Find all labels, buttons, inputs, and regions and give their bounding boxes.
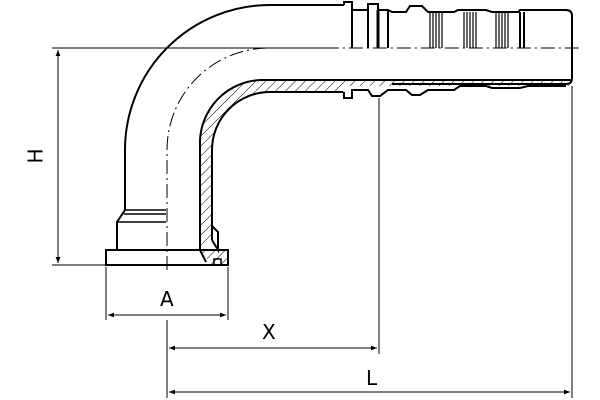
hatched-wall	[199, 80, 344, 248]
elbow-inner-wall-inner	[211, 91, 343, 240]
dimension-label-a: A	[160, 287, 174, 311]
serration-bands	[429, 12, 509, 48]
elbow-outer-contour	[124, 4, 344, 208]
centerlines	[166, 47, 580, 270]
tail-hatch	[344, 80, 570, 86]
dimension-lines	[52, 47, 573, 398]
dimension-label-x: X	[262, 320, 276, 344]
dimension-label-h: H	[23, 148, 48, 164]
dimension-label-l: L	[366, 366, 378, 390]
fitting-body	[124, 4, 344, 248]
flange-hatch	[200, 250, 228, 265]
